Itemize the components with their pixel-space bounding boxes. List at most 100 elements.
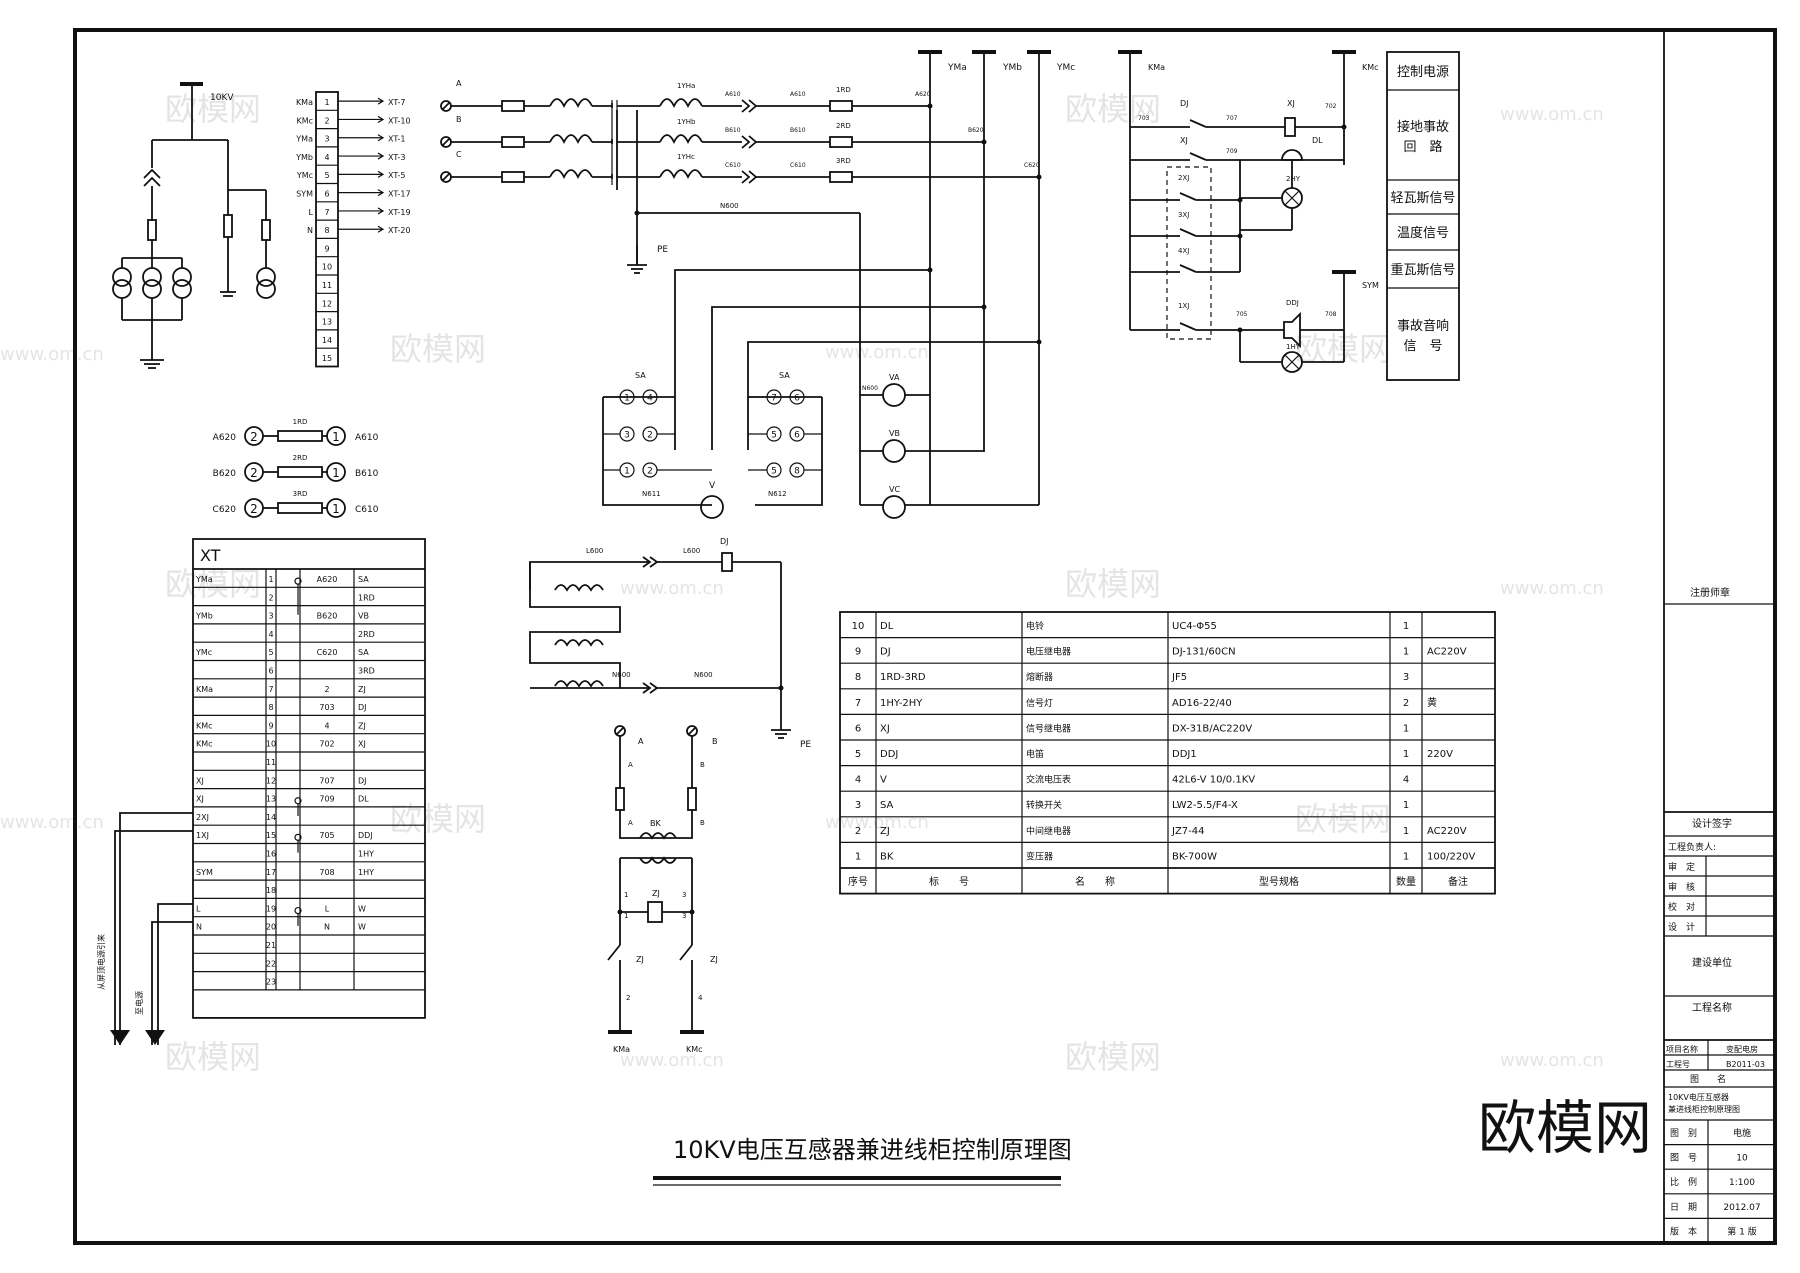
strip-number: 7 (324, 208, 329, 217)
busbar-label: SYM (1362, 281, 1379, 290)
tb-key: 图 别 (1670, 1128, 1697, 1139)
watermark: 欧模网 (1295, 800, 1391, 838)
pin-label: B (700, 819, 705, 827)
strip-right-label: XT-5 (388, 171, 405, 180)
xt-cell: SA (358, 648, 369, 657)
pin-label: 3 (682, 891, 686, 899)
drawing-label: 图 名 (1690, 1073, 1726, 1085)
meter-label: V (709, 481, 716, 491)
wire-label: L600 (586, 547, 603, 555)
xt-cell: 703 (319, 703, 334, 712)
fuse-symbol (277, 502, 323, 514)
node-label: 707 (1226, 115, 1238, 122)
strip-arrow (377, 170, 385, 178)
equip-cell: 变压器 (1026, 850, 1053, 862)
equip-cell: 2 (1403, 698, 1409, 709)
voltmeter-va (882, 383, 906, 407)
switch-pin-number: 6 (794, 394, 800, 404)
function-label: 重瓦斯信号 (1390, 262, 1455, 278)
xt-cell: ZJ (358, 721, 366, 730)
xt-cell: B620 (317, 612, 338, 621)
equip-cell: 10 (852, 621, 865, 632)
tb-value: 变配电房 (1726, 1044, 1758, 1054)
xt-cell: 23 (266, 978, 276, 987)
wire-label: L600 (683, 547, 700, 555)
node-label: 709 (1226, 148, 1238, 155)
strip-number: 14 (322, 336, 332, 345)
strip-right-label: XT-17 (388, 190, 411, 199)
equip-cell: DJ (880, 647, 891, 658)
pin-label: A (628, 819, 633, 827)
equip-cell: 信号继电器 (1026, 722, 1071, 734)
xt-cell: 708 (319, 868, 334, 877)
equip-cell: 电铃 (1026, 620, 1044, 632)
relay-label: DJ (720, 537, 729, 546)
equip-cell: BK-700W (1172, 851, 1217, 862)
strip-left-label: N (307, 226, 313, 235)
xt-cell: 21 (266, 941, 276, 950)
relay-label: XJ (1287, 99, 1295, 108)
tb-key: 版 本 (1670, 1225, 1697, 1237)
contact-label: 2XJ (1178, 174, 1189, 182)
relay-label: ZJ (652, 889, 660, 898)
person-label: 审 定 (1668, 861, 1695, 873)
primary-fuse (501, 136, 525, 148)
equip-cell: 6 (855, 723, 861, 734)
equip-cell: DL (880, 621, 894, 632)
bell-label: DL (1312, 136, 1323, 145)
xt-cell: C620 (317, 648, 338, 657)
xt-cell: DDJ (358, 831, 373, 840)
relay-contact-label: ZJ (636, 955, 644, 964)
xt-cell: 13 (266, 795, 276, 804)
watermark: 欧模网 (390, 330, 486, 368)
equip-cell: 1HY-2HY (880, 698, 923, 709)
strip-number: 6 (324, 190, 329, 199)
tb-key: 比 例 (1670, 1176, 1697, 1188)
strip-left-label: YMb (295, 153, 313, 162)
strip-number: 8 (324, 226, 329, 235)
xt-cell: 4 (268, 630, 273, 639)
strip-number: 1 (324, 98, 329, 107)
fuse-name: 2RD (836, 122, 851, 130)
equip-header: 序号 (848, 875, 868, 888)
person-label: 工程负责人: (1668, 841, 1716, 853)
signal-circuit: KMa KMc DJ XJ 703 707 702 XJ DL 709 2HY (1118, 50, 1460, 381)
strip-right-label: XT-19 (388, 208, 411, 217)
equip-header: 数量 (1396, 875, 1416, 888)
strip-arrow (377, 97, 385, 105)
busbar-label: YMa (947, 63, 967, 73)
equip-cell: 4 (855, 775, 861, 786)
vt-primary-coil (549, 169, 593, 180)
xt-frame (192, 538, 426, 1019)
equip-cell: AC220V (1427, 826, 1467, 837)
voltmeter-v (700, 495, 724, 519)
vt-label: 1YHb (677, 118, 696, 126)
strip-left-label: YMc (296, 171, 313, 180)
xt-cell: 16 (266, 850, 276, 859)
equip-cell: 信号灯 (1026, 697, 1053, 709)
xt-cell: 15 (266, 831, 276, 840)
xt-cell: 2XJ (196, 813, 209, 822)
equip-cell: 100/220V (1427, 851, 1476, 862)
xt-cell: 1HY (358, 868, 374, 877)
strip-number: 15 (322, 354, 332, 363)
fuse-left-label: A620 (213, 433, 237, 443)
strip-number: 11 (322, 281, 332, 290)
equip-cell: 4 (1403, 775, 1409, 786)
switch-pin-number: 4 (647, 394, 653, 404)
switch-pin-number: 1 (624, 394, 630, 404)
xt-cell: XJ (196, 776, 204, 785)
lamp-label: 1HY (1286, 343, 1301, 351)
equip-header: 备注 (1448, 875, 1468, 888)
wire-label: N600 (694, 671, 713, 679)
tb-key: 图 号 (1670, 1153, 1697, 1164)
strip-number: 5 (324, 171, 329, 180)
pin-label: A (628, 761, 633, 769)
xt-cell: 1XJ (196, 831, 209, 840)
equip-header: 名 称 (1075, 875, 1115, 888)
pin-label: 1 (624, 912, 628, 920)
watermark: www.om.cn (1500, 1050, 1604, 1071)
xt-side-wires: 从屏顶电源引来 至电源 (96, 812, 193, 1045)
